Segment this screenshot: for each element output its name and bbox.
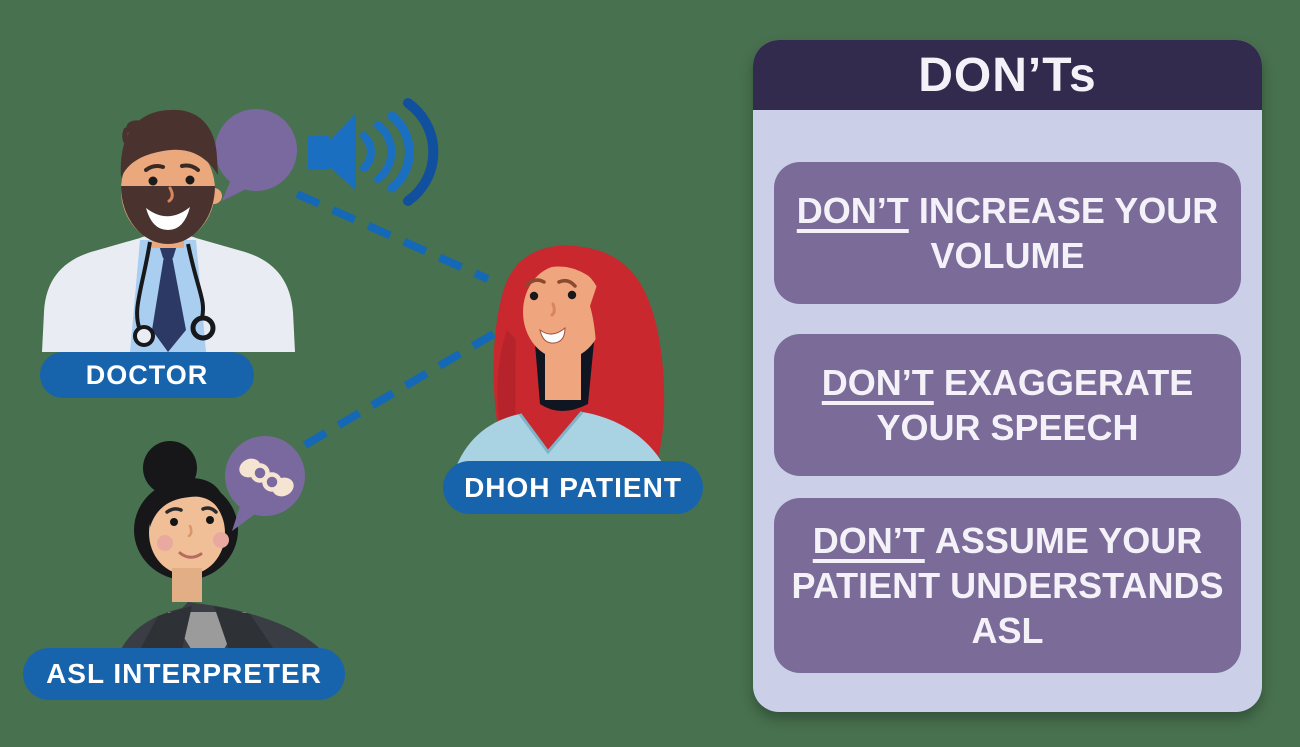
dont-lead-word: DON’T [821, 362, 934, 403]
dashed-line-doctor-to-patient-icon [295, 190, 490, 283]
doctor-label: DOCTOR [85, 359, 209, 390]
dhoh-patient-label: DHOH PATIENT [464, 471, 682, 503]
speech-bubble-icon [215, 109, 297, 201]
asl-interpreter-label-pill: ASL INTERPRETER [23, 648, 345, 700]
patient-illustration [452, 245, 670, 480]
dont-lead-word: DON’T [812, 520, 925, 561]
dont-rest-text: ASSUME YOUR PATIENT UNDERSTANDS ASL [791, 520, 1224, 651]
sign-language-hands-icon [239, 458, 294, 497]
sign-language-bubble-icon [225, 436, 305, 531]
dont-lead-word: DON’T [796, 190, 909, 231]
doctor-label-pill: DOCTOR [40, 352, 254, 398]
doctor-illustration [42, 109, 295, 352]
asl-interpreter-label: ASL INTERPRETER [46, 658, 322, 689]
donts-panel-title: DON’Ts [918, 48, 1097, 102]
dhoh-patient-label-pill: DHOH PATIENT [443, 461, 703, 514]
dont-rest-text: INCREASE YOUR VOLUME [918, 190, 1219, 276]
speaker-icon [308, 113, 356, 191]
dont-rest-text: EXAGGERATE YOUR SPEECH [876, 362, 1194, 448]
dashed-line-interpreter-to-patient-icon [302, 325, 505, 449]
sound-waves-icon [360, 98, 439, 206]
donts-panel-header: DON’Ts [753, 40, 1262, 110]
